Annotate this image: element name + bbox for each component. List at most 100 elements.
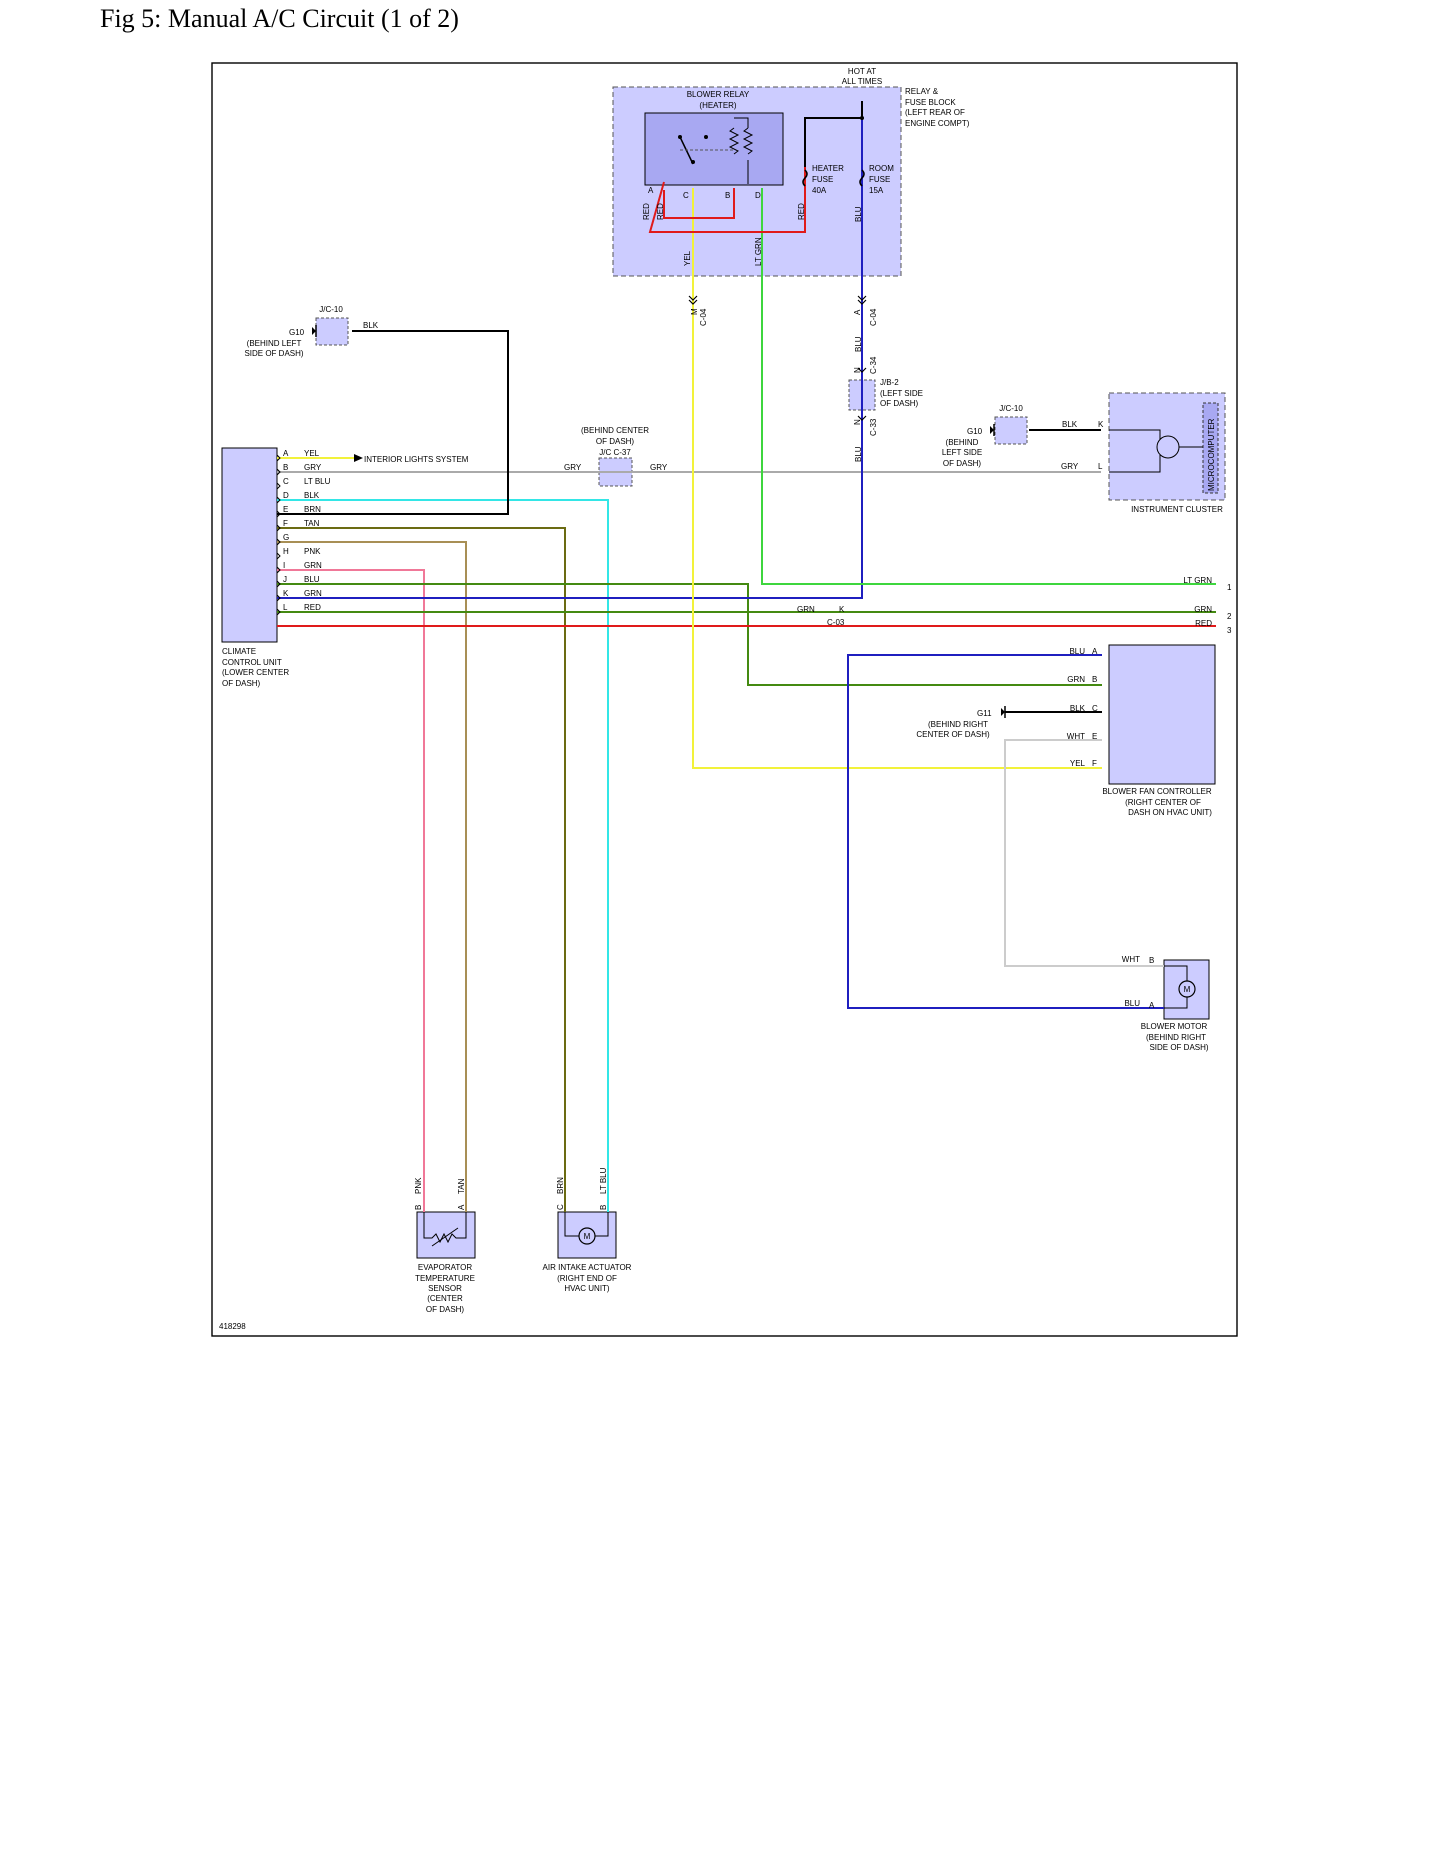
relay-pin: C bbox=[683, 191, 689, 200]
connector-pin: A bbox=[853, 309, 862, 315]
connector-c33 bbox=[857, 415, 867, 421]
connector-name: C-04 bbox=[869, 308, 878, 326]
room-fuse-label: 15A bbox=[869, 186, 884, 195]
c37-label: OF DASH) bbox=[596, 437, 635, 446]
ground-g10-left-icon bbox=[312, 327, 316, 335]
g10-right-label: G10 bbox=[967, 427, 983, 436]
heater-fuse-symbol bbox=[802, 169, 808, 187]
wire-grn-bfc bbox=[277, 583, 1102, 686]
ccu-pin-terminal bbox=[276, 482, 281, 490]
wire-label: BRN bbox=[556, 1177, 565, 1194]
actuator-internal-wire bbox=[595, 1212, 609, 1237]
connector-pin: M bbox=[690, 308, 699, 315]
interior-lights-label: INTERIOR LIGHTS SYSTEM bbox=[364, 455, 469, 464]
connector-c34 bbox=[857, 367, 867, 373]
connector-pin: K bbox=[839, 605, 845, 614]
ccu-pin-wire: BLU bbox=[304, 575, 320, 584]
relay-block-location: ENGINE COMPT) bbox=[905, 119, 970, 128]
room-fuse-label: FUSE bbox=[869, 175, 890, 184]
thermistor-icon bbox=[431, 1227, 459, 1247]
bfc-wire: BLK bbox=[1070, 704, 1086, 713]
bfc-wire: GRN bbox=[1067, 675, 1085, 684]
g10-left-label: G10 bbox=[289, 328, 305, 337]
wire-label: PNK bbox=[414, 1177, 423, 1194]
instrument-cluster-label: INSTRUMENT CLUSTER bbox=[1131, 505, 1223, 514]
relay-contact bbox=[691, 160, 695, 164]
interior-lights-arrow-icon bbox=[354, 454, 363, 462]
ccu-pin-terminal bbox=[276, 510, 281, 518]
actuator-pin: C bbox=[556, 1204, 565, 1210]
ccu-pin-letter: C bbox=[283, 477, 289, 486]
connector-c04-a bbox=[857, 295, 867, 301]
relay-contact bbox=[704, 135, 708, 139]
wire-label: RED bbox=[797, 203, 806, 220]
output-wire: GRN bbox=[1194, 605, 1212, 614]
output-num: 1 bbox=[1227, 583, 1232, 592]
jb2-label: J/B-2 bbox=[880, 378, 899, 387]
blower-relay-label: BLOWER RELAY bbox=[687, 90, 750, 99]
bfc-label: (RIGHT CENTER OF bbox=[1125, 798, 1201, 807]
hot-at-all-times: ALL TIMES bbox=[842, 77, 882, 86]
wire-label: GRY bbox=[564, 463, 582, 472]
wire-label: BLU bbox=[854, 336, 863, 352]
bfc-pin: F bbox=[1092, 759, 1097, 768]
wire-wht-blower-motor bbox=[1004, 739, 1164, 967]
junction-dot bbox=[860, 116, 864, 120]
ccu-pin-wire: RED bbox=[304, 603, 321, 612]
wire-blu-room-fuse bbox=[277, 118, 863, 599]
relay-contact bbox=[678, 135, 682, 139]
ccu-pin-wire: GRY bbox=[304, 463, 322, 472]
blower-motor-label: (BEHIND RIGHT bbox=[1146, 1033, 1206, 1042]
room-fuse-symbol bbox=[859, 169, 865, 187]
bfc-pin: C bbox=[1092, 704, 1098, 713]
ccu-label: OF DASH) bbox=[222, 679, 261, 688]
connector-name: C-04 bbox=[699, 308, 708, 326]
jc10-left bbox=[315, 317, 349, 346]
wire-blu-blower-motor bbox=[847, 654, 1164, 1009]
relay-pin: A bbox=[648, 186, 654, 195]
jb2-label: OF DASH) bbox=[880, 399, 919, 408]
ccu-pin-wire: BRN bbox=[304, 505, 321, 514]
evaporator-sensor bbox=[416, 1211, 476, 1259]
relay-block-location: FUSE BLOCK bbox=[905, 98, 956, 107]
relay-pin: B bbox=[725, 191, 730, 200]
bfc-wire: YEL bbox=[1070, 759, 1086, 768]
ccu-pin-terminal bbox=[276, 552, 281, 560]
wire-red-relay-b bbox=[663, 188, 735, 219]
heater-fuse-label: HEATER bbox=[812, 164, 844, 173]
wire-label: GRN bbox=[797, 605, 815, 614]
ccu-pin-terminal bbox=[276, 496, 281, 504]
ccu-pin-letter: A bbox=[283, 449, 289, 458]
motor-pin: A bbox=[1149, 1001, 1155, 1010]
g11-location: (BEHIND RIGHT bbox=[928, 720, 988, 729]
output-wire: RED bbox=[1195, 619, 1212, 628]
g10-right-location: OF DASH) bbox=[943, 459, 982, 468]
symbols-layer bbox=[312, 116, 1203, 1247]
ccu-pin-wire: LT BLU bbox=[304, 477, 331, 486]
output-num: 3 bbox=[1227, 626, 1232, 635]
wire-label: GRY bbox=[1061, 462, 1079, 471]
relay-resistor bbox=[742, 127, 754, 155]
ccu-pin-letter: I bbox=[283, 561, 285, 570]
blower-motor-label: BLOWER MOTOR bbox=[1141, 1022, 1208, 1031]
ccu-label: CONTROL UNIT bbox=[222, 658, 282, 667]
jb2-label: (LEFT SIDE bbox=[880, 389, 923, 398]
connector-c04-m bbox=[688, 299, 698, 305]
g10-right-location: LEFT SIDE bbox=[942, 448, 982, 457]
actuator-pin: B bbox=[599, 1205, 608, 1210]
room-fuse-label: ROOM bbox=[869, 164, 894, 173]
wire-yel-bfc-f bbox=[692, 188, 1102, 769]
ccu-pin-letter: J bbox=[283, 575, 287, 584]
wire-ltgrn-output-1 bbox=[761, 188, 1216, 585]
ccu-label: CLIMATE bbox=[222, 647, 256, 656]
ccu-pin-letter: H bbox=[283, 547, 289, 556]
ccu-pin-letter: L bbox=[283, 603, 288, 612]
connector-c04-m bbox=[688, 295, 698, 301]
wire-red-relay-a bbox=[648, 167, 806, 233]
blower-relay-body bbox=[644, 112, 784, 186]
g10-left-location: (BEHIND LEFT bbox=[247, 339, 302, 348]
ccu-pin-terminal bbox=[276, 594, 281, 602]
ccu-pin-letter: K bbox=[283, 589, 289, 598]
evap-sensor-label: TEMPERATURE bbox=[415, 1274, 475, 1283]
